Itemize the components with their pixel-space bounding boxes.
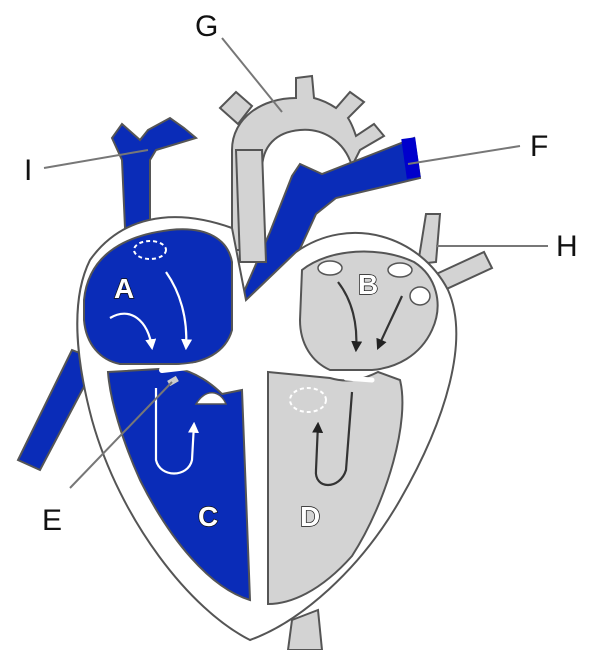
label-f: F <box>530 130 548 163</box>
left-ventricle <box>268 372 402 604</box>
pulmonary-vein-opening <box>410 287 430 305</box>
label-i: I <box>24 154 32 187</box>
label-e: E <box>42 504 62 537</box>
label-c: C <box>198 501 218 532</box>
pulmonary-vein-opening <box>318 261 342 275</box>
superior-vena-cava <box>112 118 196 228</box>
mitral-valve <box>346 378 372 380</box>
label-b: B <box>358 269 378 300</box>
label-g: G <box>195 10 218 43</box>
pulmonary-vein-opening <box>388 263 412 277</box>
label-h: H <box>556 230 578 263</box>
label-a: A <box>114 273 134 304</box>
aortic-root <box>236 150 266 262</box>
leader-line-f <box>408 146 520 164</box>
label-d: D <box>300 501 320 532</box>
